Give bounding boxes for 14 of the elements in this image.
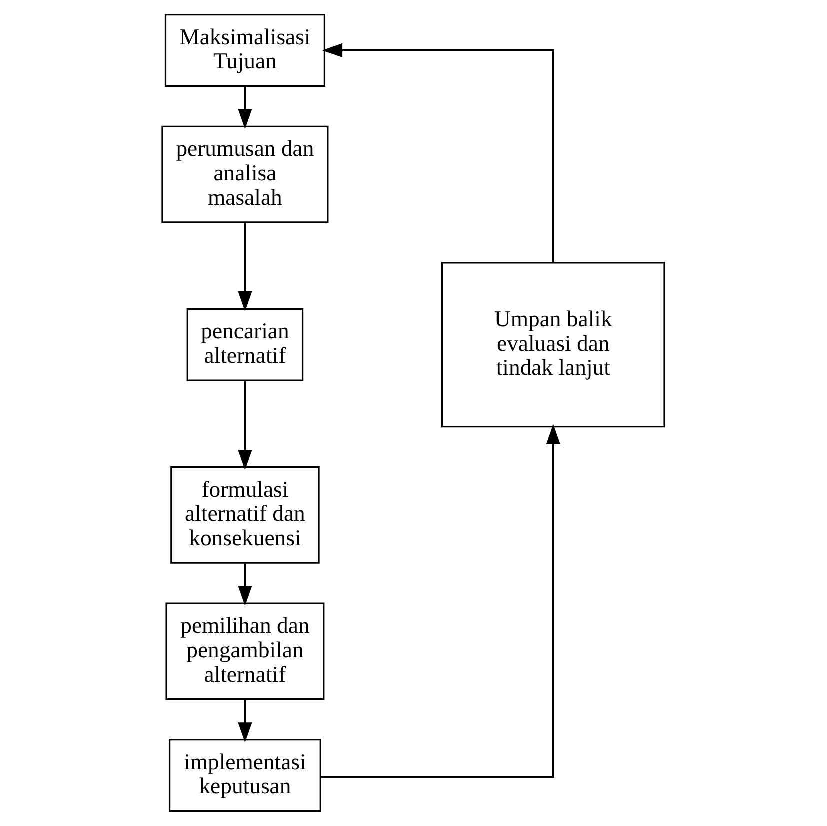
node-box: Umpan balik evaluasi dan tindak lanjut: [441, 262, 666, 428]
node-box: perumusan dan analisa masalah: [162, 126, 329, 224]
node-box: Maksimalisasi Tujuan: [164, 14, 326, 87]
arrow: [321, 424, 560, 778]
arrow: [238, 222, 252, 312]
node-box: formulasi alternatif dan konsekuensi: [170, 466, 320, 564]
node-box: pencarian alternatif: [186, 308, 304, 382]
arrow: [238, 564, 252, 606]
node-box: pemilihan dan pengambilan alternatif: [166, 602, 325, 700]
node-box: implementasi keputusan: [168, 739, 322, 812]
arrow: [322, 43, 554, 263]
arrow: [238, 86, 252, 130]
arrow: [238, 380, 252, 470]
arrow: [238, 700, 252, 743]
